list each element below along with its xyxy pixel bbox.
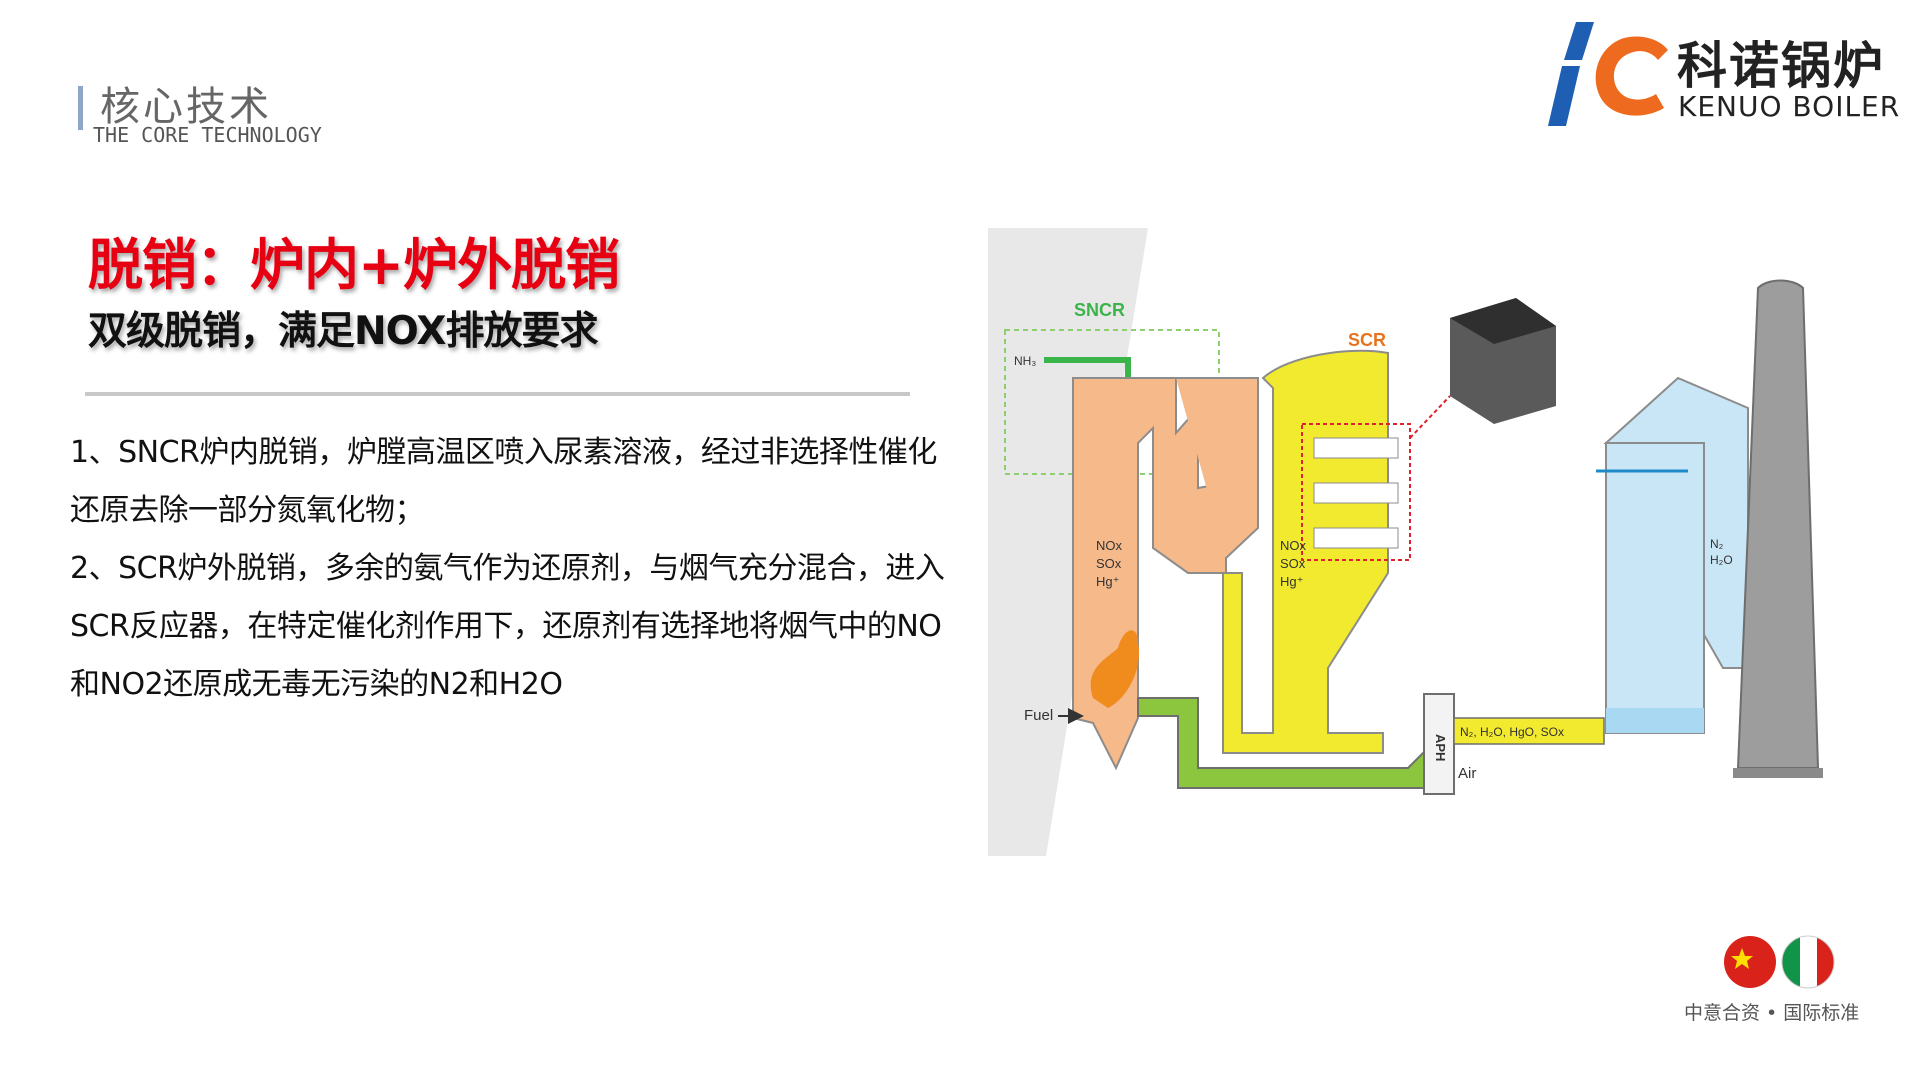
air-label: Air (1458, 765, 1476, 782)
paragraph-sncr: 1、SNCR炉内脱销，炉膛高温区喷入尿素溶液，经过非选择性催化还原去除一部分氮氧… (70, 435, 937, 528)
section-title: 核心技术 (100, 84, 272, 130)
divider (85, 392, 910, 396)
main-subtitle: 双级脱销，满足NOX排放要求 (88, 309, 598, 354)
aph-label: APH (1433, 734, 1448, 761)
scr-label: SCR (1348, 330, 1386, 350)
svg-text:NOx: NOx (1280, 538, 1307, 553)
svg-text:SOx: SOx (1280, 556, 1306, 571)
logo-chinese-name: 科诺锅炉 (1677, 37, 1885, 95)
logo-english-name: KENUO BOILER (1678, 90, 1901, 123)
company-logo: 科诺锅炉 KENUO BOILER (1548, 20, 1903, 132)
scr-catalyst-highlight (1301, 423, 1411, 561)
boiler-duct (1176, 377, 1259, 559)
aph-box (1423, 693, 1455, 795)
svg-text:NOx: NOx (1096, 538, 1123, 553)
flags (1724, 935, 1835, 989)
nh3-pipe (1044, 357, 1131, 380)
duct-label: N₂, H₂O, HgO, SOx (1460, 725, 1564, 739)
paragraph-scr: 2、SCR炉外脱销，多余的氨气作为还原剂，与烟气充分混合，进入SCR反应器，在特… (70, 551, 945, 702)
header-accent-bar (78, 86, 83, 130)
chimney (1736, 279, 1820, 769)
denitrification-process-diagram: SNCR NH₃ NOx SOx Hg⁺ Fuel Air SCR NOx SO… (988, 228, 1823, 856)
italy-flag-icon (1781, 935, 1835, 989)
svg-text:SOx: SOx (1096, 556, 1122, 571)
sncr-label: SNCR (1074, 300, 1125, 320)
flame-icon (1090, 630, 1139, 708)
section-subtitle: THE CORE TECHNOLOGY (93, 123, 322, 147)
svg-text:Hg⁺: Hg⁺ (1096, 574, 1119, 589)
body-text: 1、SNCR炉内脱销，炉膛高温区喷入尿素溶液，经过非选择性催化还原去除一部分氮氧… (70, 424, 950, 714)
fuel-label: Fuel (1024, 707, 1053, 724)
sncr-box (1004, 329, 1220, 475)
footer-slogan: 中意合资 • 国际标准 (1684, 1002, 1860, 1024)
logo-mark-icon (1548, 22, 1668, 126)
svg-text:N₂: N₂ (1710, 537, 1724, 551)
main-title: 脱销：炉内+炉外脱销 (88, 233, 620, 297)
svg-text:Hg⁺: Hg⁺ (1280, 574, 1303, 589)
nh3-label: NH₃ (1014, 354, 1036, 368)
svg-text:H₂O: H₂O (1710, 553, 1733, 567)
china-flag-icon (1724, 936, 1776, 988)
